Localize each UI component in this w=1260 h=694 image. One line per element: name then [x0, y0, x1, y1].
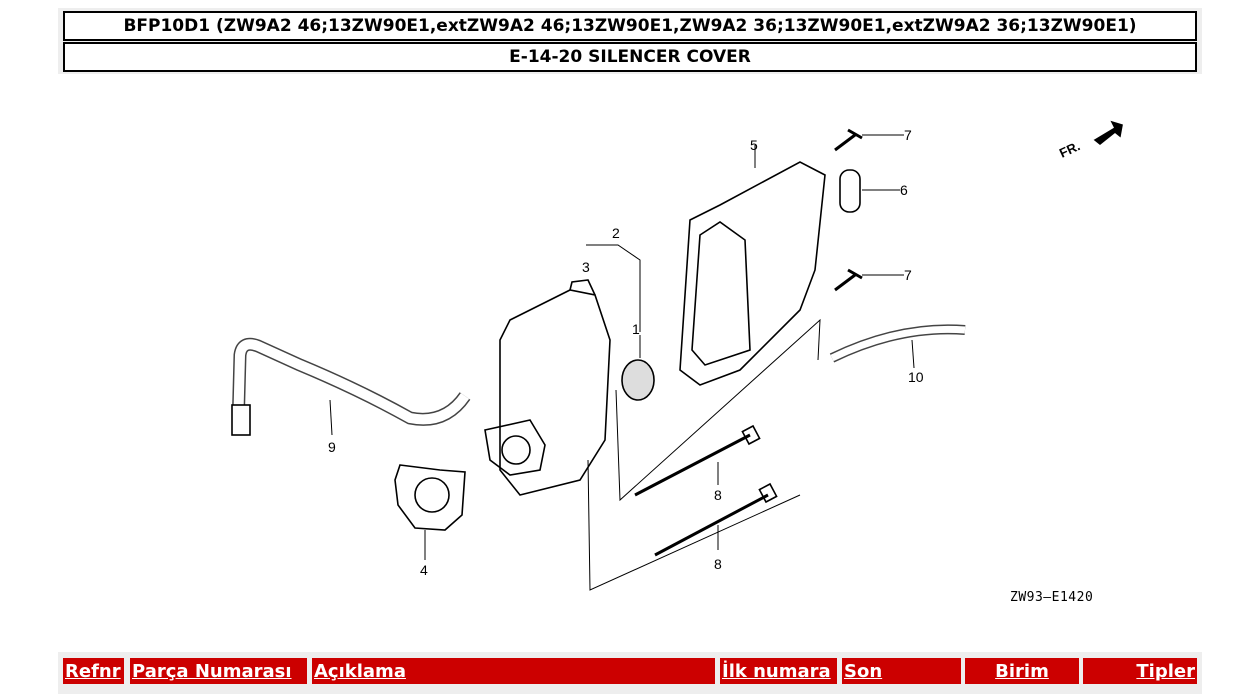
callout-10: 10: [908, 369, 924, 385]
col-refnr[interactable]: Refnr: [63, 658, 124, 684]
section-title: E-14-20 SILENCER COVER: [63, 42, 1197, 72]
screen-1: [621, 359, 655, 401]
callout-2: 2: [612, 225, 620, 241]
model-title: BFP10D1 (ZW9A2 46;13ZW90E1,extZW9A2 46;1…: [63, 11, 1197, 41]
callout-8a: 8: [714, 487, 722, 503]
parts-diagram: 1 2 3 4 5 6 7 7 8 8 9 10 FR.: [231, 120, 1123, 591]
col-part-number[interactable]: Parça Numarası: [130, 658, 307, 684]
silencer-body: [499, 289, 611, 496]
callout-8b: 8: [714, 556, 722, 572]
cover-5: [679, 161, 826, 386]
col-unit[interactable]: Birim: [965, 658, 1079, 684]
fr-label: FR.: [1057, 138, 1082, 160]
parts-table-header: Refnr Parça Numarası Açıklama İlk numara…: [58, 652, 1202, 694]
col-first-number[interactable]: İlk numara: [720, 658, 837, 684]
callout-7a: 7: [904, 127, 912, 143]
callout-9: 9: [328, 439, 336, 455]
col-types[interactable]: Tipler: [1083, 658, 1197, 684]
callout-4: 4: [420, 562, 428, 578]
callout-7b: 7: [904, 267, 912, 283]
grommet-6: [839, 169, 861, 213]
bolt-7a: [834, 128, 863, 152]
fr-arrow-icon: [1093, 120, 1123, 146]
bolt-7b: [834, 268, 863, 292]
callout-1: 1: [632, 321, 640, 337]
diagram-code: ZW93—E1420: [1010, 590, 1094, 605]
callout-5: 5: [750, 137, 758, 153]
gasket-4: [394, 464, 466, 531]
bolt-8b: [654, 493, 769, 557]
col-description[interactable]: Açıklama: [312, 658, 715, 684]
callout-6: 6: [900, 182, 908, 198]
callout-3: 3: [582, 259, 590, 275]
bolt-8a: [634, 433, 751, 497]
title-frame: BFP10D1 (ZW9A2 46;13ZW90E1,extZW9A2 46;1…: [58, 8, 1202, 74]
col-last[interactable]: Son: [842, 658, 961, 684]
